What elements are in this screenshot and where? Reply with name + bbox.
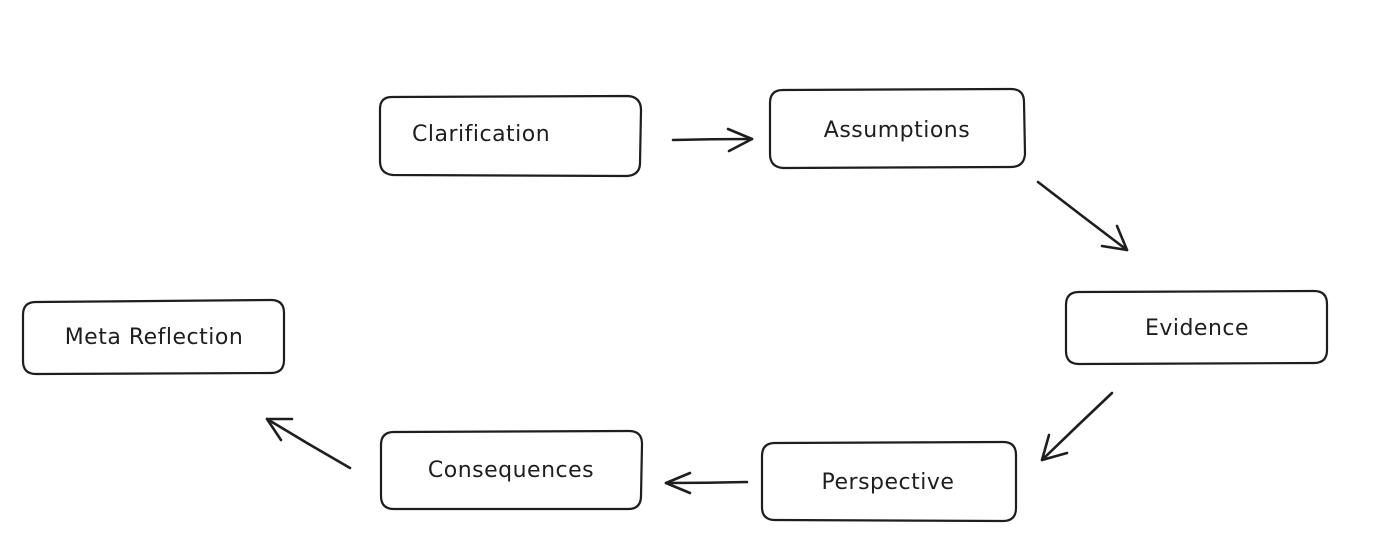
node-consequences-label: Consequences (428, 458, 594, 483)
node-meta-reflection-label: Meta Reflection (65, 325, 244, 350)
node-perspective-label: Perspective (822, 470, 955, 495)
node-evidence-box (1064, 289, 1329, 366)
node-clarification: Clarification (378, 94, 643, 178)
node-perspective-box (760, 440, 1018, 523)
node-evidence: Evidence (1064, 289, 1329, 366)
arrow-evidence-to-perspective (1040, 391, 1114, 462)
arrow-assumptions-to-evidence (1036, 180, 1129, 252)
node-assumptions: Assumptions (768, 87, 1027, 170)
node-assumptions-label: Assumptions (824, 118, 970, 143)
node-consequences-box (379, 429, 644, 511)
node-consequences: Consequences (379, 429, 644, 511)
node-evidence-label: Evidence (1145, 316, 1249, 341)
node-assumptions-box (768, 87, 1027, 170)
node-clarification-label: Clarification (412, 122, 550, 147)
node-clarification-box (378, 94, 643, 178)
arrow-clarification-to-assumptions (671, 127, 754, 153)
arrow-perspective-to-consequences (664, 471, 749, 495)
arrow-consequences-to-meta-reflection (265, 417, 352, 470)
node-perspective: Perspective (760, 440, 1018, 523)
node-meta-reflection: Meta Reflection (21, 298, 286, 376)
node-meta-reflection-box (21, 298, 286, 376)
